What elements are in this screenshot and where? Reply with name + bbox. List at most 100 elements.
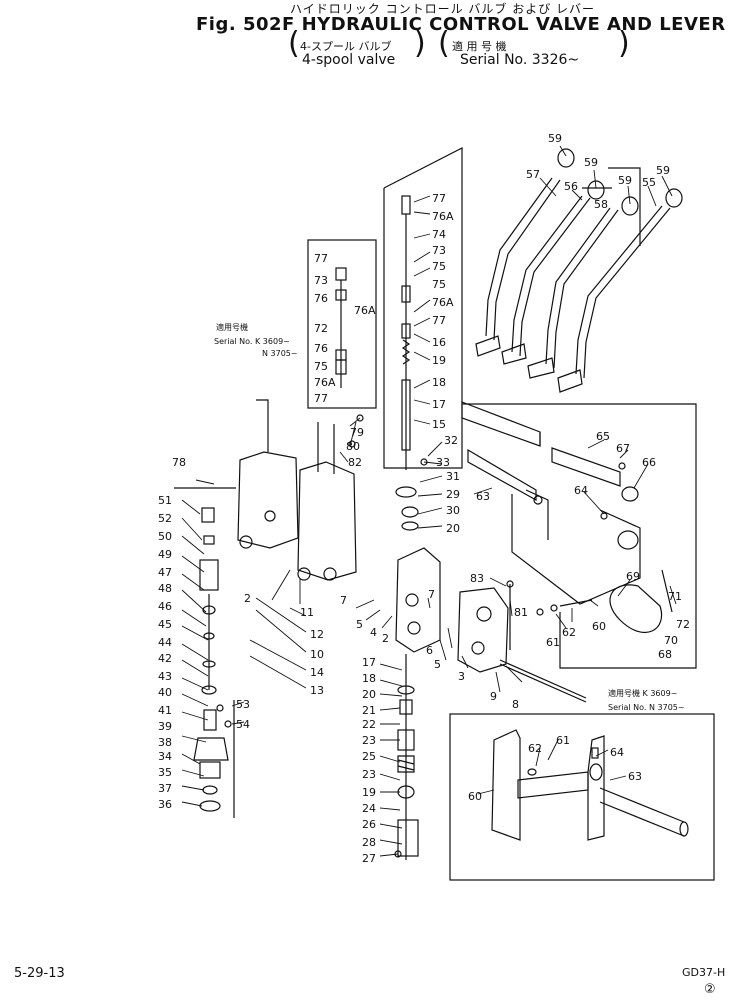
part-label: 50: [158, 530, 172, 543]
part-label: 20: [362, 688, 376, 701]
part-label: 62: [562, 626, 576, 639]
part-label: 58: [594, 198, 608, 211]
part-label: 31: [446, 470, 460, 483]
japanese-spool-label: 4-スプール バルブ: [300, 40, 392, 53]
part-label: 43: [158, 670, 172, 683]
part-label: 38: [158, 736, 172, 749]
part-label: 17: [362, 656, 376, 669]
part-label: 22: [362, 718, 376, 731]
part-label: 59: [548, 132, 562, 145]
part-label: 14: [310, 666, 324, 679]
part-label: 6: [426, 644, 433, 657]
part-label: 59: [656, 164, 670, 177]
part-label: 76A: [354, 304, 376, 317]
part-label: 83: [470, 572, 484, 585]
footer-circle: ②: [704, 982, 716, 997]
paren-close-2: ): [618, 26, 630, 61]
lower-inset-box: [449, 713, 715, 881]
part-label: 57: [526, 168, 540, 181]
part-label: 42: [158, 652, 172, 665]
part-label: 54: [236, 718, 250, 731]
part-label: 76A: [432, 210, 454, 223]
paren-open-2: (: [438, 26, 450, 61]
part-label: 75: [432, 278, 446, 291]
part-label: 77: [432, 192, 446, 205]
part-label: 62: [528, 742, 542, 755]
part-label: 60: [468, 790, 482, 803]
part-label: 35: [158, 766, 172, 779]
hardware-parts: [216, 414, 626, 858]
lever-group-boundary: [383, 147, 463, 469]
part-label: 76: [314, 292, 328, 305]
footer-code: GD37-H: [682, 966, 726, 979]
part-label: 7: [428, 588, 435, 601]
part-label: 77: [314, 252, 328, 265]
part-label: 75: [314, 360, 328, 373]
leader-lines: [181, 145, 677, 857]
part-label: 41: [158, 704, 172, 717]
part-label: 76: [314, 342, 328, 355]
part-label: 77: [432, 314, 446, 327]
part-label: 30: [446, 504, 460, 517]
part-label: 81: [514, 606, 528, 619]
part-label: 44: [158, 636, 172, 649]
part-label: 2: [244, 592, 251, 605]
part-label: 47: [158, 566, 172, 579]
part-label: 75: [432, 260, 446, 273]
paren-close-1: ): [414, 26, 426, 61]
part-label: 25: [362, 750, 376, 763]
part-label: 13: [310, 684, 324, 697]
part-label: 66: [642, 456, 656, 469]
part-label: 11: [300, 606, 314, 619]
note-line: N 3705~: [262, 349, 298, 358]
part-label: 18: [432, 376, 446, 389]
part-label: 16: [432, 336, 446, 349]
part-label: 64: [610, 746, 624, 759]
part-label: 40: [158, 686, 172, 699]
part-label: 26: [362, 818, 376, 831]
part-label: 61: [546, 636, 560, 649]
part-label: 61: [556, 734, 570, 747]
part-label: 3: [458, 670, 465, 683]
figure-title: Fig. 502F HYDRAULIC CONTROL VALVE AND LE…: [196, 14, 726, 35]
inset-spool-detail: [335, 267, 347, 388]
part-label: 73: [432, 244, 446, 257]
part-label: 10: [310, 648, 324, 661]
serial-notes: 適用号機 Serial No. K 3609~ N 3705~ 適用号機 K 3…: [214, 322, 685, 712]
part-label: 12: [310, 628, 324, 641]
part-label: 5: [356, 618, 363, 631]
paren-open-1: (: [288, 26, 300, 61]
part-label: 32: [444, 434, 458, 447]
upper-inset-box: [307, 239, 377, 409]
part-label: 24: [362, 802, 376, 815]
part-label: 23: [362, 734, 376, 747]
japanese-serial-label: 適 用 号 機: [452, 40, 507, 53]
part-label: 48: [158, 582, 172, 595]
relief-valve-stack: [174, 487, 236, 818]
part-label: 17: [432, 398, 446, 411]
part-label: 71: [668, 590, 682, 603]
part-label: 63: [628, 770, 642, 783]
part-label: 70: [664, 634, 678, 647]
part-label: 5: [434, 658, 441, 671]
note-line: Serial No. N 3705~: [608, 703, 685, 712]
part-label: 65: [596, 430, 610, 443]
part-label: 74: [432, 228, 446, 241]
rod-and-pin: [499, 584, 587, 703]
part-label: 28: [362, 836, 376, 849]
part-label: 72: [314, 322, 328, 335]
part-label: 39: [158, 720, 172, 733]
part-label: 19: [432, 354, 446, 367]
part-label: 55: [642, 176, 656, 189]
part-label: 68: [658, 648, 672, 661]
part-label: 72: [676, 618, 690, 631]
part-label: 78: [172, 456, 186, 469]
lower-inset-bracket: [491, 729, 689, 841]
part-label: 7: [340, 594, 347, 607]
note-line: 適用号機 K 3609~: [608, 688, 677, 698]
part-label: 23: [362, 768, 376, 781]
part-label: 21: [362, 704, 376, 717]
part-label: 67: [616, 442, 630, 455]
